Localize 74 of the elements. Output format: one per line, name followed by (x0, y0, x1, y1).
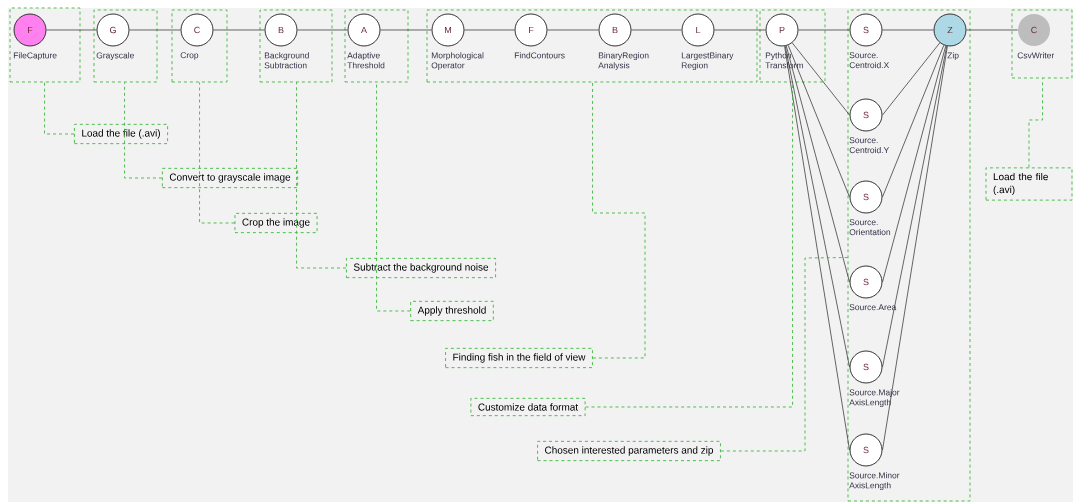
callout-box: Convert to grayscale image (161, 167, 299, 189)
process-node: S Source. Centroid.X (849, 13, 890, 69)
callout-box: Load the file (.avi) (985, 167, 1073, 201)
process-node: S Source.Minor AxisLength (849, 433, 900, 491)
node-label: FindContours (514, 52, 565, 59)
leader-line (720, 257, 848, 452)
leader-line (585, 82, 793, 408)
node-label: Source. Centroid.Y (849, 137, 890, 154)
callout-box: Crop the image (234, 212, 318, 234)
leader-line (376, 82, 411, 312)
process-node: L LargestBinary Region (681, 13, 734, 71)
process-node: M Morphological Operator (431, 13, 484, 71)
node-label: Background Subtraction (264, 52, 309, 69)
connector-line (787, 44, 850, 198)
node-label: Source. Orientation (849, 219, 891, 236)
node-label: Source. Centroid.X (849, 52, 890, 69)
connector-line (966, 29, 1019, 31)
process-node: F FindContours (514, 13, 565, 59)
connector-line (882, 44, 945, 198)
callout-box: Load the file (.avi) (73, 123, 169, 145)
connector-line (464, 29, 515, 31)
process-node: S Source.Major AxisLength (849, 350, 900, 408)
process-node: S Source.Area (849, 265, 897, 311)
leader-line (124, 82, 163, 179)
connector-line (791, 42, 850, 116)
connector-line (882, 45, 948, 451)
callout-box: Chosen interested parameters and zip (537, 440, 721, 462)
connector-line (547, 29, 599, 31)
process-node: F FileCapture (13, 13, 57, 61)
connector-line (129, 29, 181, 31)
node-label: Source.Major AxisLength (849, 389, 900, 408)
leader-line (199, 82, 235, 224)
connector-line (784, 45, 850, 368)
node-label: FileCapture (13, 52, 57, 61)
process-node: C CsvWriter (1017, 14, 1055, 59)
leader-line (44, 82, 75, 135)
process-node: B BinaryRegion Analysis (598, 13, 649, 71)
process-node: S Source. Orientation (849, 180, 891, 236)
connector-line (882, 29, 934, 31)
node-label: LargestBinary Region (681, 52, 734, 71)
connector-line (882, 45, 948, 368)
connector-line (297, 29, 348, 31)
connector-line (46, 29, 97, 31)
node-label: Morphological Operator (431, 52, 484, 71)
node-label: Zip (947, 52, 959, 61)
callout-box: Finding fish in the field of view (445, 347, 593, 369)
node-label: CsvWriter (1017, 52, 1055, 59)
node-label: Source.Minor AxisLength (849, 472, 900, 491)
process-node: C Crop (180, 13, 214, 60)
process-node: B Background Subtraction (264, 13, 309, 69)
node-label: Grayscale (96, 52, 134, 61)
process-node: A Adaptive Threshold (347, 13, 385, 69)
leader-line (296, 82, 347, 269)
leader-line (592, 82, 646, 359)
callout-box: Customize data format (470, 397, 586, 417)
connector-line (714, 29, 766, 31)
leader-line (1028, 78, 1043, 168)
node-label: Source.Area (849, 304, 897, 311)
connector-line (785, 45, 850, 283)
process-node: G Grayscale (96, 13, 134, 61)
connector-line (380, 29, 432, 31)
node-label: Crop (180, 52, 199, 60)
callout-box: Apply threshold (410, 300, 494, 322)
node-label: Adaptive Threshold (347, 52, 385, 69)
connector-line (631, 29, 682, 31)
callout-box: Subtract the background noise (346, 257, 497, 279)
connector-line (882, 42, 941, 116)
process-node: S Source. Centroid.Y (849, 98, 890, 154)
node-label: BinaryRegion Analysis (598, 52, 649, 71)
connector-line (784, 45, 850, 451)
connector-line (213, 29, 265, 31)
process-node: Z Zip (933, 13, 967, 61)
connector-line (798, 29, 850, 31)
connector-line (882, 45, 947, 283)
